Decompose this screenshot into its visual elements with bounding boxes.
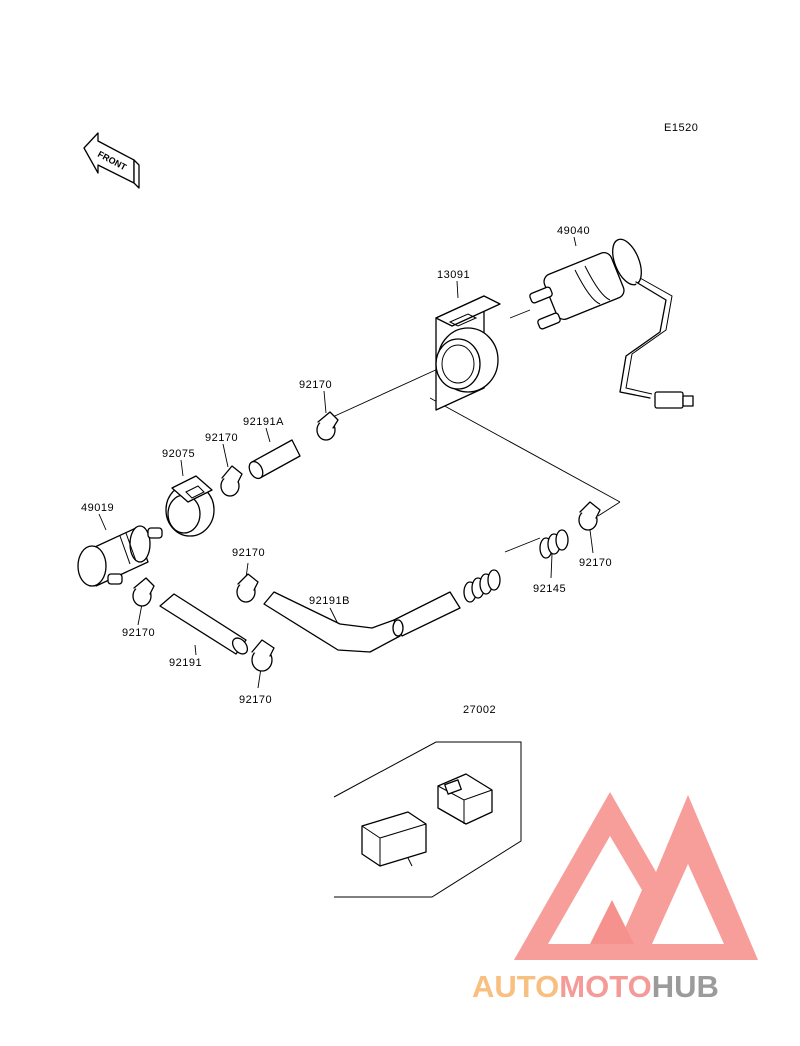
clamp-92170-lower[interactable] bbox=[251, 639, 275, 672]
clamp-92170-center[interactable] bbox=[236, 573, 259, 603]
leader-lines bbox=[98, 236, 621, 689]
front-arrow-icon: FRONT bbox=[83, 132, 140, 189]
label-92170-d: 92170 bbox=[232, 547, 265, 559]
label-92170-g: 92170 bbox=[239, 694, 272, 706]
label-92191: 92191 bbox=[169, 657, 202, 669]
part-labels: 49040 13091 92170 92191A 92170 92075 490… bbox=[81, 225, 612, 716]
clamp-band-92075[interactable] bbox=[165, 475, 215, 537]
clamp-92170-upper[interactable] bbox=[316, 411, 339, 441]
clamp-92170-right[interactable] bbox=[578, 501, 601, 531]
hose-92191b[interactable] bbox=[263, 591, 461, 653]
label-49019: 49019 bbox=[81, 502, 114, 514]
label-92170-f: 92170 bbox=[579, 557, 612, 569]
diagram-code: E1520 bbox=[664, 122, 698, 134]
label-49040: 49040 bbox=[557, 225, 590, 237]
spring-92145-lower[interactable] bbox=[463, 569, 501, 603]
hose-92191[interactable] bbox=[159, 593, 250, 657]
label-13091: 13091 bbox=[437, 269, 470, 281]
hose-92191a[interactable] bbox=[246, 439, 301, 481]
label-92191b: 92191B bbox=[309, 595, 350, 607]
label-92075: 92075 bbox=[162, 448, 195, 460]
fuel-pump-49040[interactable] bbox=[529, 235, 694, 409]
watermark-text: AUTOMOTOHUB bbox=[472, 969, 719, 1004]
fuel-filter-49019[interactable] bbox=[77, 525, 163, 587]
watermark-moto: MOTO bbox=[559, 969, 651, 1004]
watermark-hub: HUB bbox=[652, 969, 719, 1004]
clamp-92170-mid[interactable] bbox=[220, 465, 243, 497]
label-92170-b: 92170 bbox=[205, 432, 238, 444]
bracket-13091[interactable] bbox=[435, 295, 501, 411]
label-92191a: 92191A bbox=[243, 416, 284, 428]
watermark-triangle-icon bbox=[514, 792, 758, 960]
label-92170-a: 92170 bbox=[299, 379, 332, 391]
clamp-92170-left[interactable] bbox=[132, 577, 155, 607]
label-27002: 27002 bbox=[463, 704, 496, 716]
watermark-auto: AUTO bbox=[472, 969, 559, 1004]
relay-kit-27002[interactable] bbox=[333, 741, 522, 898]
label-92145: 92145 bbox=[533, 583, 566, 595]
label-92170-c: 92170 bbox=[122, 627, 155, 639]
spring-92145-upper[interactable] bbox=[539, 529, 569, 559]
watermark-logo: AUTOMOTOHUB bbox=[472, 792, 758, 1004]
